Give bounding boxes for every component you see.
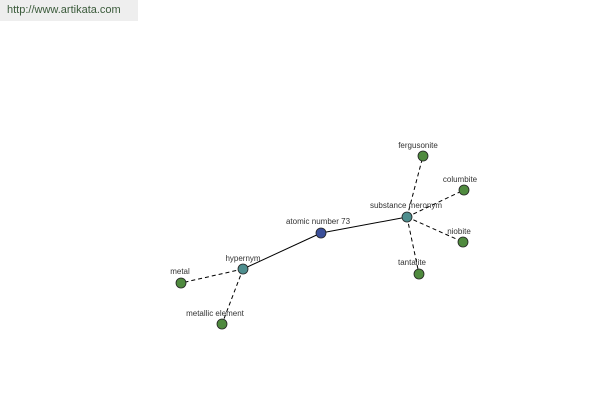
node-hypernym[interactable]: [237, 263, 249, 275]
label-columbite: columbite: [443, 175, 478, 184]
label-fergusonite: fergusonite: [398, 141, 438, 150]
label-metallic-element: metallic element: [186, 309, 245, 318]
label-hypernym: hypernym: [225, 254, 260, 263]
node-niobite[interactable]: [457, 236, 469, 248]
node-columbite[interactable]: [458, 184, 470, 196]
label-niobite: niobite: [447, 227, 471, 236]
edge-meronym-columbite: [406, 189, 465, 218]
label-substance-meronym: substance meronym: [370, 201, 442, 210]
node-metal[interactable]: [175, 277, 187, 289]
edge-root-hypernym: [242, 232, 322, 270]
edge-meronym-niobite: [406, 216, 464, 243]
edge-meronym-tantalite: [406, 216, 420, 275]
node-tantalite[interactable]: [413, 268, 425, 280]
label-tantalite: tantalite: [398, 258, 427, 267]
node-substance-meronym[interactable]: [401, 211, 413, 223]
edge-meronym-fergusonite: [406, 155, 424, 218]
label-metal: metal: [170, 267, 190, 276]
edge-hypernym-metallic-element: [221, 268, 244, 325]
node-fergusonite[interactable]: [417, 150, 429, 162]
node-metallic-element[interactable]: [216, 318, 228, 330]
node-root[interactable]: [315, 227, 327, 239]
edge-hypernym-metal: [180, 268, 244, 284]
site-link[interactable]: http://www.artikata.com: [0, 0, 138, 21]
edge-root-substance-meronym: [320, 216, 408, 234]
label-root: atomic number 73: [286, 217, 351, 226]
